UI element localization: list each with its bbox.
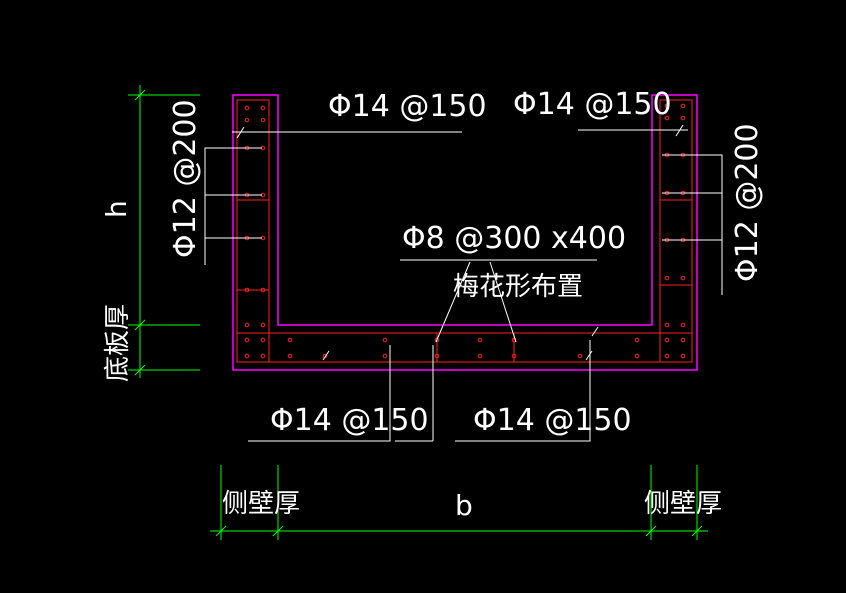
rebar-dot [511,353,517,359]
left-side-rebar-label: Φ12 @200 [168,99,203,258]
rebar-dot [634,337,640,343]
right-wall-thickness-label: 侧壁厚 [644,489,722,519]
rebar-dot [664,115,670,121]
rebar-dot [664,275,670,281]
rebar-dot [477,353,483,359]
rebar-dot [664,353,670,359]
rebar-dot [244,353,250,359]
tie-note-label: 梅花形布置 [453,272,583,302]
rebar-dot [477,337,483,343]
slab-thickness-label: 底板厚 [103,304,133,382]
rebar-dot [260,337,266,343]
rebar-dot [244,287,250,293]
rebar-dot [260,287,266,293]
rebar-dot [664,103,670,109]
rebar-dot [244,117,250,123]
rebar-dot [680,115,686,121]
dimension-lines [128,85,708,540]
bottom-left-rebar-label: Φ14 @150 [270,403,429,438]
rebar-dot [244,337,250,343]
width-dimension-label: b [455,489,473,522]
rebar-dots [244,103,686,359]
rebar-dot [382,337,388,343]
rebar-dot [260,353,266,359]
rebar-dot [664,337,670,343]
height-dimension-label: h [100,200,133,218]
rebar-cage [236,99,693,363]
rebar-dot [680,275,686,281]
left-wall-thickness-label: 侧壁厚 [222,489,300,519]
rebar-dot [287,337,293,343]
rebar-dot [680,322,686,328]
top-right-rebar-label: Φ14 @150 [513,87,672,122]
rebar-dot [287,353,293,359]
rebar-dot [680,353,686,359]
left-wall-cage [236,99,270,363]
slab-cage [236,332,693,363]
right-wall-cage [659,99,693,363]
rebar-dot [680,337,686,343]
leader-lines [204,124,723,442]
concrete-outline [232,94,698,371]
rebar-dot [260,322,266,328]
tie-rebar-label: Φ8 @300 x400 [402,221,626,256]
rebar-dot [244,105,250,111]
top-left-rebar-label: Φ14 @150 [328,89,487,124]
rebar-dot [634,353,640,359]
rebar-dot [434,353,440,359]
rebar-dot [434,337,440,343]
rebar-dot [382,353,388,359]
rebar-dot [664,322,670,328]
rebar-dot [577,353,583,359]
rebar-dot [260,117,266,123]
bottom-right-rebar-label: Φ14 @150 [473,403,632,438]
rebar-dot [244,322,250,328]
rebar-dot [680,103,686,109]
rebar-dot [260,105,266,111]
right-side-rebar-label: Φ12 @200 [730,123,765,282]
